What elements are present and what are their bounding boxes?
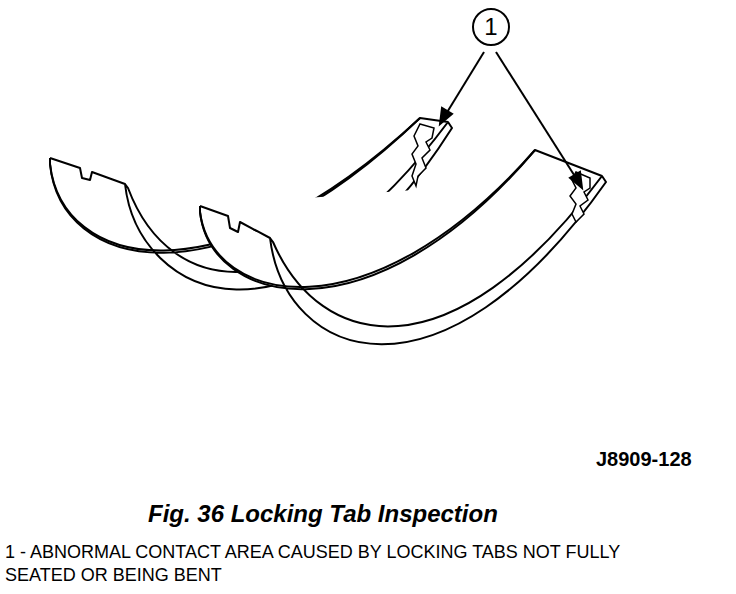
callout-number: 1 bbox=[484, 15, 497, 39]
callout-note: 1 - ABNORMAL CONTACT AREA CAUSED BY LOCK… bbox=[5, 541, 650, 587]
leader-line bbox=[496, 52, 576, 178]
callout-circle: 1 bbox=[472, 8, 510, 46]
contact-mark bbox=[570, 172, 590, 222]
contact-mark bbox=[412, 124, 434, 186]
leader-line bbox=[446, 52, 484, 114]
arrowhead bbox=[570, 172, 582, 188]
bearing-shell-front bbox=[200, 150, 606, 344]
figure-id: J8909-128 bbox=[596, 448, 692, 471]
arrowhead bbox=[440, 108, 452, 124]
figure-caption: Fig. 36 Locking Tab Inspection bbox=[148, 500, 498, 528]
